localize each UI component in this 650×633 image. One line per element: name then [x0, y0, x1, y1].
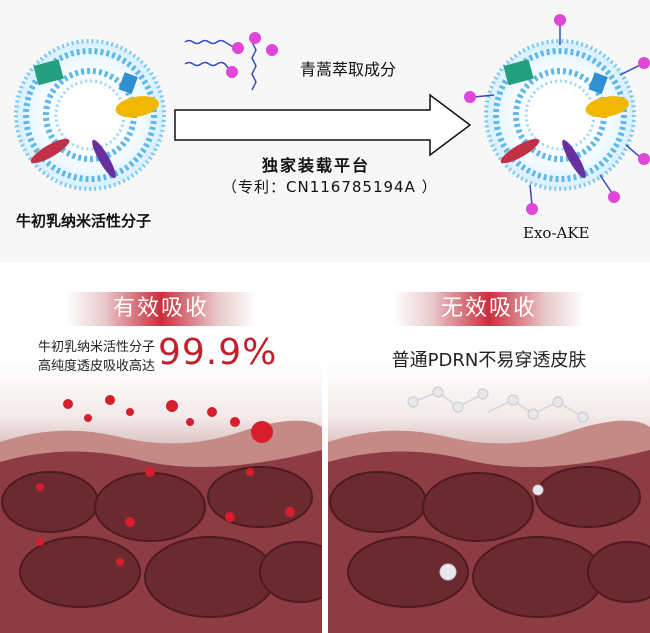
description-line-1: 牛初乳纳米活性分子: [38, 340, 156, 355]
right-caption: Exo-AKE: [523, 224, 590, 242]
ineffective-absorption-panel: 无效吸收 普通PDRN不易穿透皮肤: [328, 272, 650, 633]
left-vesicle: [14, 39, 166, 191]
ineffective-title-banner: 无效吸收: [394, 292, 584, 326]
effective-title-banner: 有效吸收: [66, 292, 256, 326]
description-line-2: 高纯度透皮吸收高达: [38, 359, 156, 374]
platform-label: 独家装载平台: [262, 156, 371, 175]
ineffective-description: 普通PDRN不易穿透皮肤: [391, 350, 587, 371]
extract-molecules: [184, 39, 257, 91]
right-vesicle: [464, 14, 650, 215]
diagram-graphic: [14, 14, 650, 215]
banner-background: [66, 292, 256, 326]
effective-title: 有效吸收: [112, 296, 209, 321]
effective-absorption-panel: 有效吸收 牛初乳纳米活性分子 高纯度透皮吸收高达 99.9%: [0, 272, 322, 633]
patent-label: （专利：CN116785194A ）: [222, 178, 438, 196]
top-diagram-section: 青蒿萃取成分 独家装载平台 （专利：CN116785194A ） 牛初乳纳米活性…: [0, 0, 650, 262]
absorption-percent: 99.9%: [158, 332, 278, 373]
skin-illustration-right: [328, 386, 650, 633]
left-caption: 牛初乳纳米活性分子: [16, 212, 152, 230]
banner-background: [394, 292, 584, 326]
ineffective-title: 无效吸收: [440, 296, 537, 321]
process-arrow: [174, 93, 472, 157]
section-divider: [0, 262, 650, 272]
skin-illustration-left: [0, 395, 322, 633]
extract-label: 青蒿萃取成分: [300, 60, 397, 79]
effective-description: 牛初乳纳米活性分子 高纯度透皮吸收高达: [38, 338, 155, 376]
